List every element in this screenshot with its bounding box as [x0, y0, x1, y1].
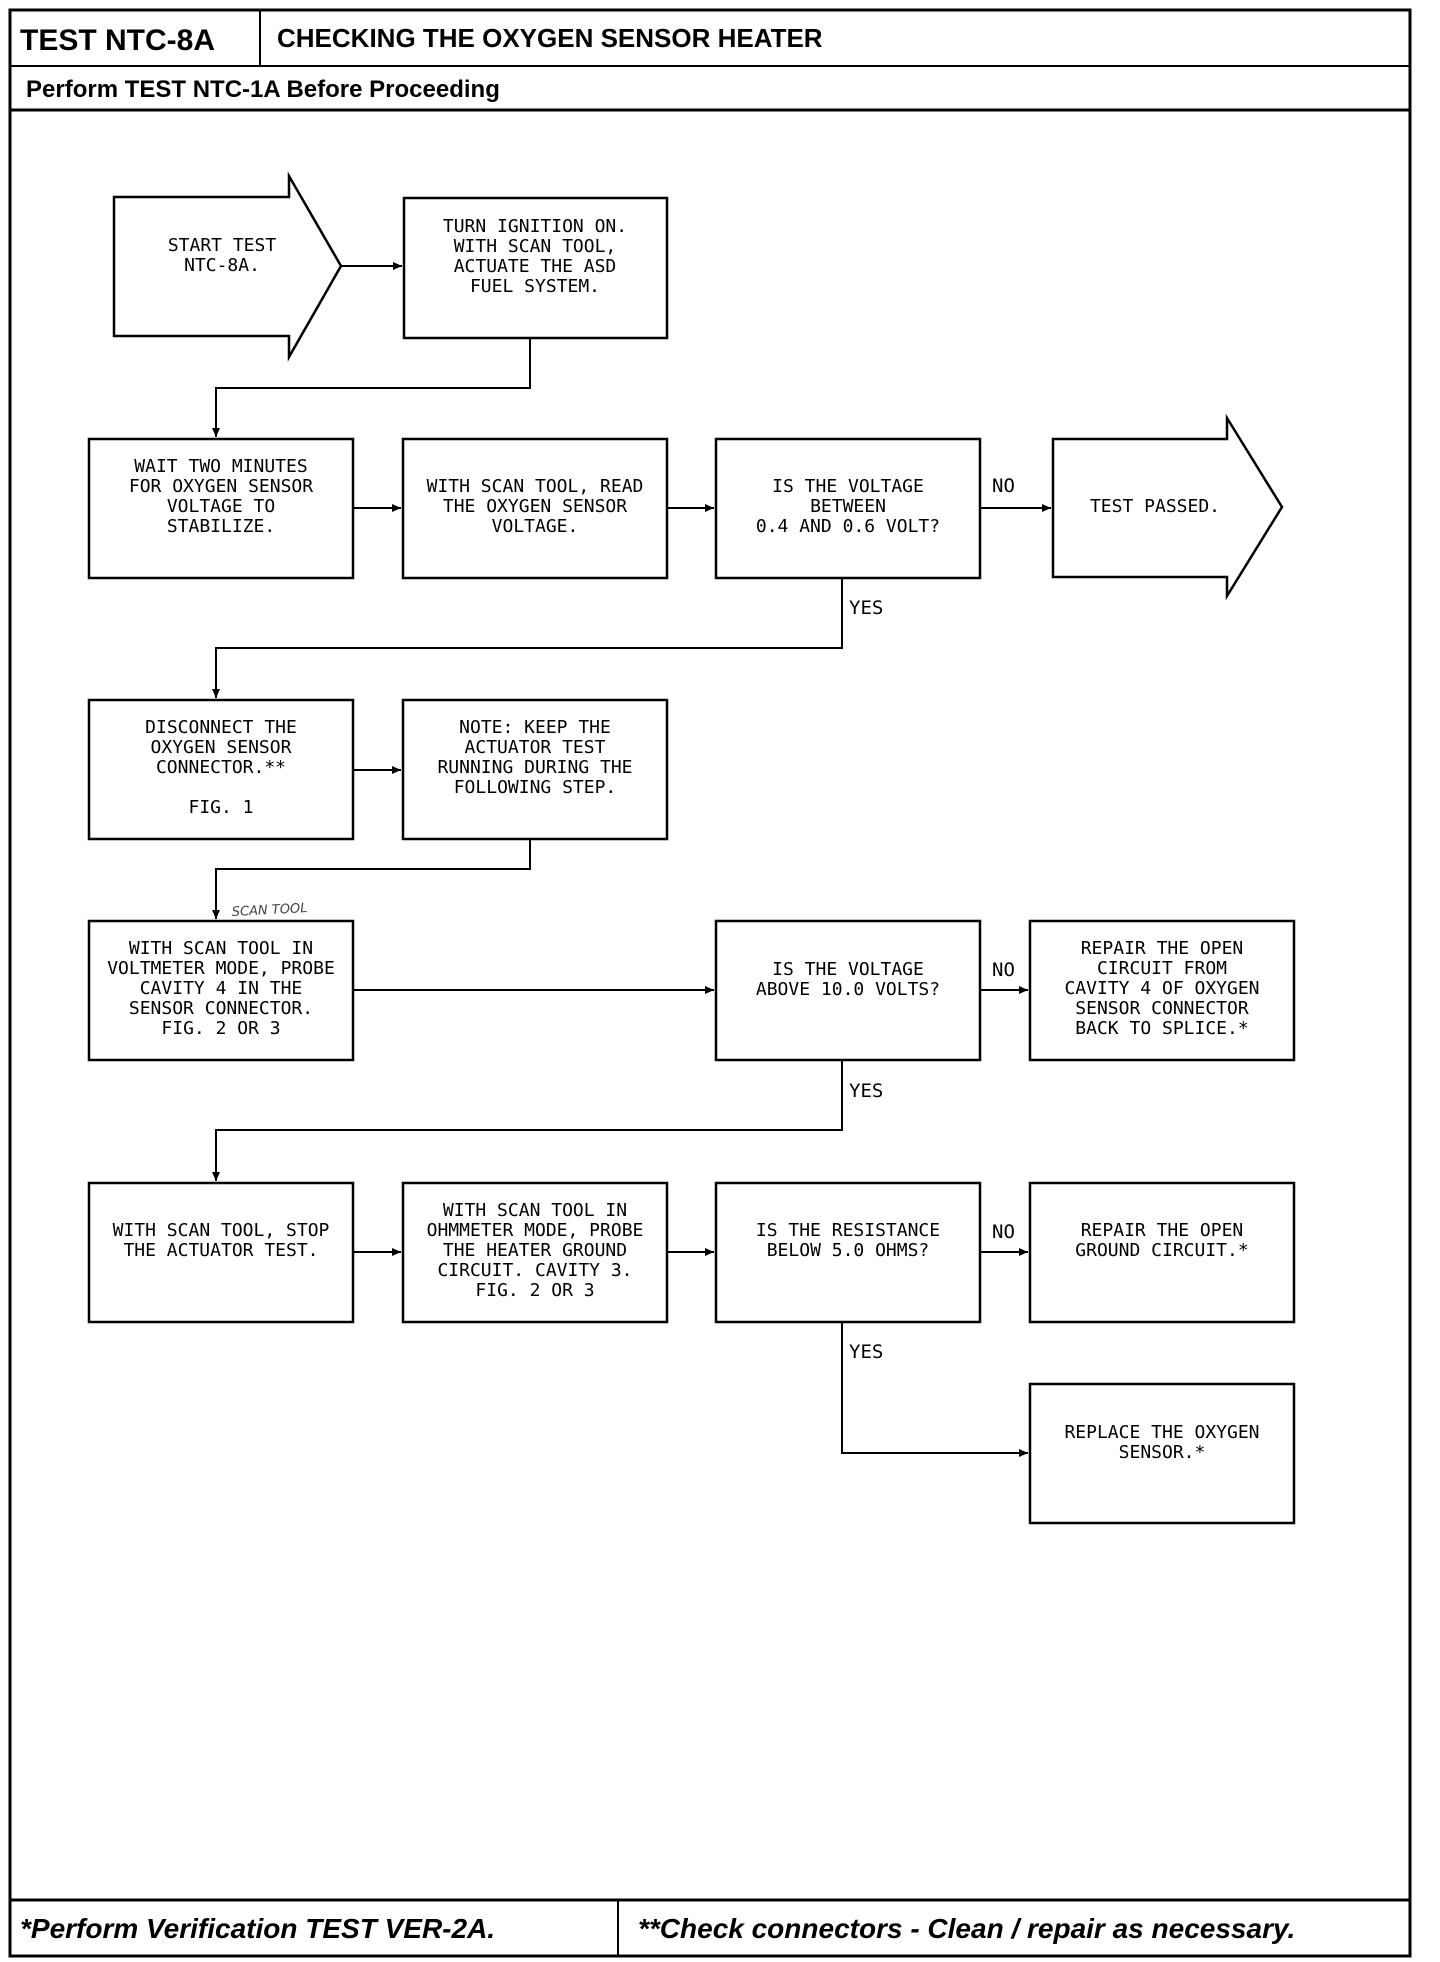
- repair1-line: BACK TO SPLICE.*: [1075, 1018, 1248, 1039]
- connector-step5-step6: [212, 839, 531, 919]
- step1-line: FUEL SYSTEM.: [470, 276, 600, 297]
- step2-line: WAIT TWO MINUTES: [134, 456, 307, 477]
- replace-line: SENSOR.*: [1119, 1442, 1206, 1463]
- step1-text: TURN IGNITION ON.WITH SCAN TOOL,ACTUATE …: [443, 216, 627, 297]
- handwritten-annotation: SCAN TOOL: [231, 901, 307, 920]
- step4-line: CONNECTOR.**: [156, 757, 286, 778]
- footer-left-note: *Perform Verification TEST VER-2A.: [20, 1913, 495, 1944]
- repair1-line: SENSOR CONNECTOR: [1075, 998, 1249, 1019]
- step5-line: ACTUATOR TEST: [465, 737, 606, 758]
- step7-line: WITH SCAN TOOL, STOP: [113, 1220, 330, 1241]
- step5-line: NOTE: KEEP THE: [459, 717, 611, 738]
- step4-line: DISCONNECT THE: [145, 717, 297, 738]
- step6-line: VOLTMETER MODE, PROBE: [107, 958, 335, 979]
- step6-line: CAVITY 4 IN THE: [140, 978, 303, 999]
- step1-box: [402, 196, 669, 340]
- start-line: START TEST: [168, 235, 277, 256]
- step2-line: VOLTAGE TO: [167, 496, 275, 517]
- step3-line: VOLTAGE.: [492, 516, 579, 537]
- decision1-line: IS THE VOLTAGE: [772, 476, 924, 497]
- start-arrow-shape: [112, 171, 343, 362]
- decision2-line: IS THE VOLTAGE: [772, 959, 924, 980]
- passed-text: TEST PASSED.: [1090, 496, 1220, 517]
- label-yes-3: YES: [849, 1341, 883, 1363]
- step4-line: FIG. 1: [188, 797, 253, 818]
- step1-line: WITH SCAN TOOL,: [454, 236, 617, 257]
- step6-line: FIG. 2 OR 3: [161, 1018, 280, 1039]
- step2-line: FOR OXYGEN SENSOR: [129, 476, 313, 497]
- test-passed-arrow-shape: [1051, 413, 1284, 601]
- page-frame: [8, 8, 1412, 1958]
- step4-line: OXYGEN SENSOR: [151, 737, 292, 758]
- label-yes-2: YES: [849, 1080, 883, 1102]
- decision2-line: ABOVE 10.0 VOLTS?: [756, 979, 940, 1000]
- step8-line: THE HEATER GROUND: [443, 1240, 627, 1261]
- connector-decision2-step7: [212, 1060, 843, 1181]
- label-yes-1: YES: [849, 597, 883, 619]
- label-no-1: NO: [992, 475, 1015, 497]
- step3-line: THE OXYGEN SENSOR: [443, 496, 627, 517]
- step1-line: ACTUATE THE ASD: [454, 256, 617, 277]
- prerequisite-note: Perform TEST NTC-1A Before Proceeding: [26, 76, 500, 103]
- replace-box: [1028, 1382, 1296, 1525]
- step3-line: WITH SCAN TOOL, READ: [427, 476, 644, 497]
- repair1-line: CIRCUIT FROM: [1097, 958, 1227, 979]
- decision1-line: BETWEEN: [810, 496, 886, 517]
- page-title: CHECKING THE OXYGEN SENSOR HEATER: [277, 23, 823, 53]
- connector-step1-step2: [212, 338, 531, 437]
- repair2-line: REPAIR THE OPEN: [1081, 1220, 1244, 1241]
- step6-line: WITH SCAN TOOL IN: [129, 938, 313, 959]
- start-line: NTC-8A.: [184, 255, 260, 276]
- label-no-2: NO: [992, 959, 1015, 981]
- replace-line: REPLACE THE OXYGEN: [1064, 1422, 1259, 1443]
- step2-line: STABILIZE.: [167, 516, 275, 537]
- step5-line: RUNNING DURING THE: [437, 757, 632, 778]
- repair1-box: [1028, 919, 1296, 1062]
- step8-line: OHMMETER MODE, PROBE: [427, 1220, 644, 1241]
- step1-line: TURN IGNITION ON.: [443, 216, 627, 237]
- repair1-line: REPAIR THE OPEN: [1081, 938, 1244, 959]
- footer-right-note: **Check connectors - Clean / repair as n…: [638, 1913, 1295, 1944]
- step8-line: CIRCUIT. CAVITY 3.: [437, 1260, 632, 1281]
- step6-line: SENSOR CONNECTOR.: [129, 998, 313, 1019]
- step5-line: FOLLOWING STEP.: [454, 777, 617, 798]
- connector-decision3-replace: [841, 1322, 1028, 1457]
- decision1-line: 0.4 AND 0.6 VOLT?: [756, 516, 940, 537]
- step7-line: THE ACTUATOR TEST.: [123, 1240, 318, 1261]
- repair1-line: CAVITY 4 OF OXYGEN: [1064, 978, 1259, 999]
- decision3-line: IS THE RESISTANCE: [756, 1220, 940, 1241]
- connector-decision1-step4: [212, 578, 843, 698]
- label-no-3: NO: [992, 1221, 1015, 1243]
- decision3-line: BELOW 5.0 OHMS?: [767, 1240, 930, 1261]
- step8-line: WITH SCAN TOOL IN: [443, 1200, 627, 1221]
- test-id: TEST NTC-8A: [20, 24, 215, 57]
- repair2-box: [1028, 1181, 1296, 1324]
- step5-box: [401, 698, 669, 841]
- repair2-line: GROUND CIRCUIT.*: [1075, 1240, 1248, 1261]
- step8-line: FIG. 2 OR 3: [475, 1280, 594, 1301]
- passed-line: TEST PASSED.: [1090, 496, 1220, 517]
